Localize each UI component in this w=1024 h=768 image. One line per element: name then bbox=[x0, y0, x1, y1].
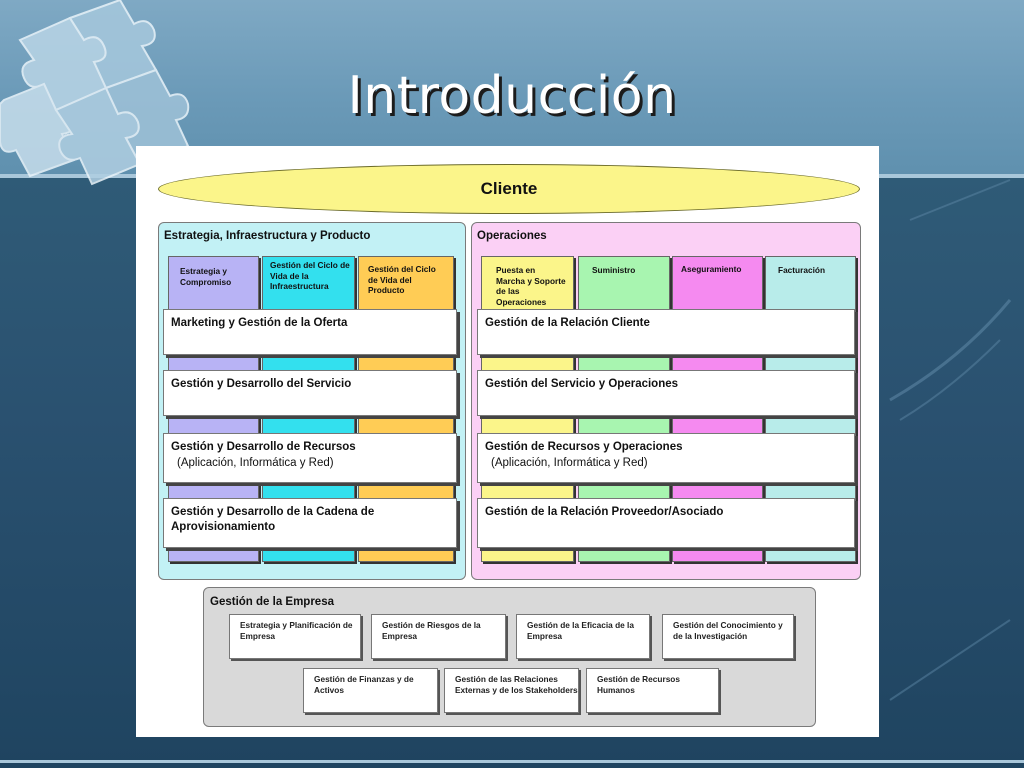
enterprise-box: Gestión de la Eficacia de la Empresa bbox=[516, 614, 650, 659]
enterprise-box: Gestión de Finanzas y de Activos bbox=[303, 668, 438, 713]
row-resource-development: Gestión y Desarrollo de Recursos (Aplica… bbox=[163, 433, 457, 483]
row-supplier-partner-relationship: Gestión de la Relación Proveedor/Asociad… bbox=[477, 498, 855, 548]
group-title: Gestión de la Empresa bbox=[210, 596, 334, 608]
diagram-panel: Cliente Estrategia, Infraestructura y Pr… bbox=[136, 146, 879, 737]
row-label: Gestión de la Relación Cliente bbox=[485, 317, 650, 329]
row-label: Marketing y Gestión de la Oferta bbox=[171, 317, 348, 329]
enterprise-box: Gestión del Conocimiento y de la Investi… bbox=[662, 614, 794, 659]
enterprise-management-group: Gestión de la Empresa Estrategia y Plani… bbox=[203, 587, 816, 727]
group-title: Estrategia, Infraestructura y Producto bbox=[164, 230, 371, 242]
row-label: Gestión y Desarrollo de Recursos bbox=[171, 441, 356, 453]
enterprise-box: Gestión de Recursos Humanos bbox=[586, 668, 719, 713]
column-label: Estrategia y Compromiso bbox=[180, 266, 232, 287]
column-label: Puesta en Marcha y Soporte de las Operac… bbox=[496, 265, 566, 307]
row-label: Gestión del Servicio y Operaciones bbox=[485, 378, 679, 390]
enterprise-box: Gestión de las Relaciones Externas y de … bbox=[444, 668, 579, 713]
strategy-infrastructure-product-group: Estrategia, Infraestructura y Producto E… bbox=[158, 222, 466, 580]
row-label: Gestión de la Relación Proveedor/Asociad… bbox=[485, 506, 724, 518]
operations-group: Operaciones Puesta en Marcha y Soporte d… bbox=[471, 222, 861, 580]
cliente-ellipse: Cliente bbox=[158, 164, 860, 214]
footer-divider bbox=[0, 760, 1024, 763]
row-service-operations: Gestión del Servicio y Operaciones bbox=[477, 370, 855, 416]
column-label: Gestión del Ciclo de Vida de la Infraest… bbox=[270, 260, 350, 291]
row-service-development: Gestión y Desarrollo del Servicio bbox=[163, 370, 457, 416]
column-label: Gestión del Ciclo de Vida del Producto bbox=[368, 264, 436, 295]
row-marketing-offer: Marketing y Gestión de la Oferta bbox=[163, 309, 457, 355]
row-resource-operations: Gestión de Recursos y Operaciones (Aplic… bbox=[477, 433, 855, 483]
enterprise-box: Estrategia y Planificación de Empresa bbox=[229, 614, 361, 659]
slide-title: Introducción bbox=[347, 66, 677, 126]
row-sublabel: (Aplicación, Informática y Red) bbox=[491, 457, 648, 469]
column-label: Facturación bbox=[778, 265, 826, 275]
row-customer-relationship: Gestión de la Relación Cliente bbox=[477, 309, 855, 355]
row-sublabel: (Aplicación, Informática y Red) bbox=[177, 457, 334, 469]
group-title: Operaciones bbox=[477, 230, 547, 242]
row-label: Gestión y Desarrollo de la Cadena de Apr… bbox=[171, 506, 375, 533]
column-label: Suministro bbox=[592, 265, 636, 275]
row-supply-chain-development: Gestión y Desarrollo de la Cadena de Apr… bbox=[163, 498, 457, 548]
enterprise-box: Gestión de Riesgos de la Empresa bbox=[371, 614, 506, 659]
row-label: Gestión de Recursos y Operaciones bbox=[485, 441, 683, 453]
row-label: Gestión y Desarrollo del Servicio bbox=[171, 378, 352, 390]
column-label: Aseguramiento bbox=[681, 264, 742, 274]
